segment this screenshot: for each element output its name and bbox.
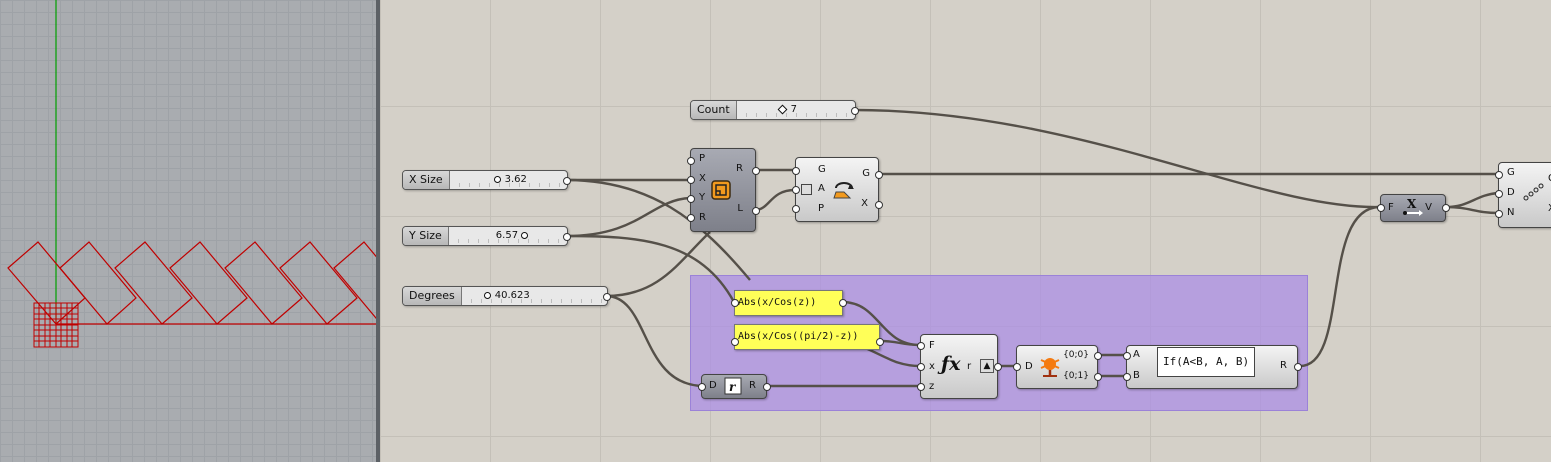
domain-tree-icon — [1040, 358, 1060, 377]
input-port-f[interactable]: F — [929, 340, 935, 351]
input-port-a[interactable]: A — [818, 183, 825, 194]
rectangle-component[interactable]: P X Y R R L — [690, 148, 756, 232]
evaluate-component[interactable]: F x z r ƒx ▲ — [920, 334, 998, 399]
output-port-g[interactable]: G — [862, 168, 870, 179]
count-slider-label: Count — [691, 101, 737, 119]
small-grid — [33, 302, 79, 348]
output-port-g[interactable]: G — [1548, 173, 1551, 185]
xsize-slider-value: 3.62 — [504, 174, 527, 185]
multiply-vector-icon: X — [1403, 197, 1423, 216]
viewport-geometry — [7, 0, 376, 348]
input-port-d[interactable]: D — [1025, 361, 1033, 372]
output-port-r[interactable]: R — [736, 163, 743, 174]
rotated-rectangles — [7, 241, 376, 325]
input-port-g[interactable]: G — [1507, 167, 1515, 178]
rotate-icon — [833, 182, 854, 199]
input-port-d[interactable]: D — [1507, 187, 1515, 198]
xsize-slider-label: X Size — [403, 171, 450, 189]
output-port-r[interactable]: R — [1280, 360, 1287, 371]
count-slider[interactable]: Count 7 — [690, 100, 856, 120]
input-port-p[interactable]: P — [818, 203, 825, 214]
input-port-z[interactable]: z — [929, 381, 935, 392]
rotate-component[interactable]: G A P G X — [795, 157, 879, 222]
expression-component[interactable]: A B If(A<B, A, B) R — [1126, 345, 1298, 389]
slider-grip-icon[interactable] — [483, 291, 491, 299]
slider-grip-icon[interactable] — [521, 231, 529, 239]
input-port-a[interactable]: A — [1133, 349, 1140, 360]
rectangle-icon — [711, 180, 731, 200]
expression-panel-1[interactable]: Abs(x/Cos(z)) — [734, 290, 843, 316]
expand-arrow-icon[interactable]: ▲ — [980, 359, 994, 373]
output-port-v[interactable]: V — [1425, 202, 1432, 213]
construct-domain-component[interactable]: D {0;0} {0;1} — [1016, 345, 1098, 389]
output-port-x[interactable]: X — [861, 198, 868, 209]
input-port-r[interactable]: R — [699, 212, 706, 223]
linear-array-component[interactable]: G D N G X — [1498, 162, 1551, 228]
viewport-splitter[interactable] — [376, 0, 380, 462]
ysize-slider-track[interactable]: 6.57 — [448, 227, 567, 245]
slider-grip-diamond-icon[interactable] — [777, 104, 788, 114]
degrees-slider-value: 40.623 — [494, 290, 530, 301]
linear-array-icon — [1523, 183, 1544, 201]
multiply-component[interactable]: F V X — [1380, 194, 1446, 222]
degrees-slider[interactable]: Degrees 40.623 — [402, 286, 608, 306]
ysize-slider[interactable]: Y Size 6.57 — [402, 226, 568, 246]
xsize-slider[interactable]: X Size 3.62 — [402, 170, 568, 190]
angle-degrees-icon — [801, 184, 812, 195]
slider-grip-icon[interactable] — [493, 175, 501, 183]
ysize-slider-value: 6.57 — [495, 230, 519, 241]
output-port-end[interactable]: {0;1} — [1063, 371, 1089, 381]
input-port-y[interactable]: Y — [699, 192, 706, 203]
input-port-x[interactable]: x — [929, 361, 935, 372]
input-port-d[interactable]: D — [709, 380, 717, 391]
fx-icon: ƒx — [941, 353, 961, 375]
rhino-viewport[interactable] — [0, 0, 376, 462]
count-slider-track[interactable]: 7 — [736, 101, 855, 119]
output-port-r[interactable]: R — [749, 380, 756, 391]
output-port-x[interactable]: X — [1548, 203, 1551, 215]
radians-icon: r — [724, 377, 742, 395]
input-port-x[interactable]: X — [699, 173, 706, 184]
output-port-l[interactable]: L — [737, 203, 743, 214]
degrees-slider-track[interactable]: 40.623 — [461, 287, 607, 305]
xsize-slider-track[interactable]: 3.62 — [449, 171, 567, 189]
radians-component[interactable]: D R r — [701, 374, 767, 399]
input-port-n[interactable]: N — [1507, 207, 1515, 218]
input-port-p[interactable]: P — [699, 153, 706, 164]
degrees-slider-label: Degrees — [403, 287, 462, 305]
ysize-slider-label: Y Size — [403, 227, 449, 245]
input-port-f[interactable]: F — [1388, 202, 1394, 213]
input-port-g[interactable]: G — [818, 164, 826, 175]
output-port-start[interactable]: {0;0} — [1063, 350, 1089, 360]
grasshopper-canvas[interactable]: Count 7 X Size 3.62 Y Size 6.57 Degrees … — [380, 0, 1551, 462]
svg-text:r: r — [729, 380, 737, 394]
expression-panel-2[interactable]: Abs(x/Cos((pi/2)-z)) — [734, 324, 880, 350]
count-slider-value: 7 — [790, 104, 798, 115]
svg-text:X: X — [1407, 197, 1417, 211]
output-port-r[interactable]: r — [967, 361, 972, 372]
expression-text[interactable]: If(A<B, A, B) — [1157, 347, 1256, 377]
input-port-b[interactable]: B — [1133, 370, 1140, 381]
